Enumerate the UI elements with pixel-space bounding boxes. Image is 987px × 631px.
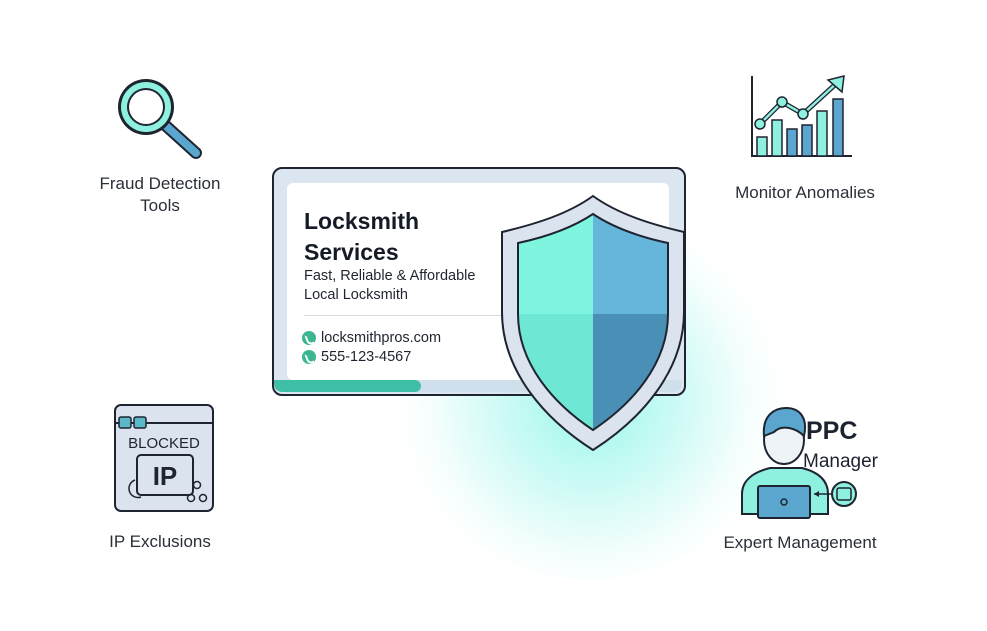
ad-website-text[interactable]: locksmithpros.com xyxy=(321,330,442,346)
fraud-detection-line1: Fraud Detection xyxy=(99,174,221,193)
ad-phone-text[interactable]: 555-123-4567 xyxy=(321,349,412,365)
ad-divider xyxy=(304,315,504,316)
bar-chart-trend-icon xyxy=(751,75,852,157)
ad-website[interactable]: locksmithpros.com xyxy=(302,330,441,346)
magnifying-glass-icon xyxy=(118,79,202,159)
ad-subtitle-line1: Fast, Reliable & Affordable xyxy=(304,268,476,284)
ppc-subtitle: Manager xyxy=(803,451,878,472)
ad-title: Locksmith Services xyxy=(304,206,419,268)
ad-subtitle-line2: Local Locksmith xyxy=(304,287,408,303)
ad-progress-fill xyxy=(274,380,421,392)
fraud-detection-label: Fraud Detection Tools xyxy=(80,173,240,217)
expert-management-label: Expert Management xyxy=(723,533,877,552)
ad-subtitle: Fast, Reliable & Affordable Local Locksm… xyxy=(304,267,475,305)
ad-title-line2: Services xyxy=(304,239,399,265)
phone-icon xyxy=(302,350,316,364)
ad-title-line1: Locksmith xyxy=(304,208,420,234)
ppc-title: PPC xyxy=(806,417,858,445)
monitor-anomalies-label: Monitor Anomalies xyxy=(735,183,875,202)
blocked-text: BLOCKED xyxy=(128,435,200,452)
phone-icon xyxy=(302,331,316,345)
ip-exclusions-label: IP Exclusions xyxy=(109,532,211,551)
fraud-detection-line2: Tools xyxy=(140,196,180,215)
ad-phone[interactable]: 555-123-4567 xyxy=(302,349,411,365)
shield-icon xyxy=(501,194,685,452)
blocked-ip-icon: BLOCKED IP xyxy=(114,404,214,512)
ip-text: IP xyxy=(153,461,178,491)
person-laptop-icon xyxy=(741,406,857,519)
